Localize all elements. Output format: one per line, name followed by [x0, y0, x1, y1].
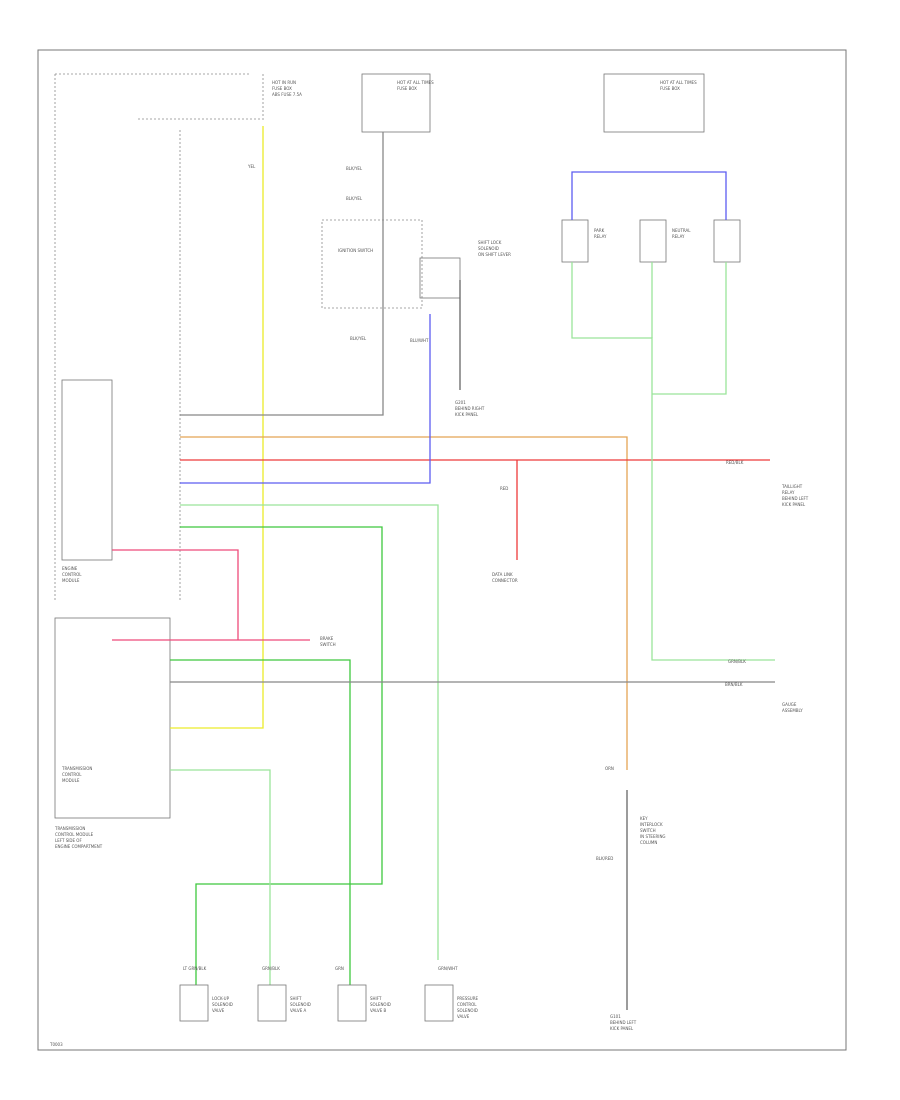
lgn-wire-label: GRN/WHT [438, 966, 458, 971]
relay-ground-green [571, 262, 775, 661]
orange-wire-label: ORN [605, 766, 614, 771]
neutral-relay [639, 219, 667, 263]
hot-in-run-dash-line [54, 73, 250, 600]
relay-third [713, 219, 741, 263]
fuse-block-left [361, 73, 431, 133]
hot-in-run-fuse-label: HOT IN RUN FUSE BOX ABS FUSE 7.5A [272, 80, 302, 97]
blue-relay-feed [571, 171, 727, 220]
yellow-wire-label: YEL [247, 164, 256, 169]
pink-wire [112, 549, 239, 640]
diagram-frame [37, 49, 847, 1051]
tcm-green-wire [170, 659, 351, 985]
red-wire-label: RED/BLK [726, 460, 744, 465]
gray-wire-label: BRN/BLK [725, 682, 743, 687]
lockup-solenoid [179, 984, 209, 1022]
data-link-label: DATA LINK CONNECTOR [492, 572, 518, 583]
engine-ecm-label: ENGINE CONTROL MODULE [62, 566, 83, 583]
orange-wire [180, 436, 628, 770]
tcm-grn-label: GRN [335, 966, 344, 971]
tcm-light-green-wire [170, 769, 271, 985]
tcm-location-label: TRANSMISSION CONTROL MODULE LEFT SIDE OF… [54, 826, 103, 849]
tail-light-label: TAILLIGHT RELAY BEHIND LEFT KICK PANEL [781, 484, 810, 507]
shift-solenoid-a [257, 984, 287, 1022]
g101-label: G101 BEHIND LEFT KICK PANEL [610, 1014, 638, 1031]
tcm-box [54, 617, 171, 819]
brake-switch-label: BRAKE SWITCH [320, 636, 336, 647]
g201-label: G201 BEHIND RIGHT KICK PANEL [455, 400, 486, 417]
key-wire-label: BLK/RED [596, 856, 613, 861]
park-relay-label: PARK RELAY [594, 228, 607, 239]
tcm-lgn-label: GRN/BLK [262, 966, 280, 971]
ign-wire-label-3: BLK/YEL [350, 336, 367, 341]
key-switch-label: KEY INTERLOCK SWITCH IN STEERING COLUMN [640, 816, 667, 845]
ignition-switch-box [321, 219, 423, 309]
yellow-power-wire [170, 126, 264, 729]
shift-solenoid-b [337, 984, 367, 1022]
shift-lock-solenoid [419, 257, 461, 299]
ign-wire-label-2: BLK/YEL [346, 196, 363, 201]
footer-code: T0003 [49, 1042, 63, 1047]
park-relay [561, 219, 589, 263]
pressure-label: PRESSURE CONTROL SOLENOID VALVE [457, 996, 479, 1019]
tcm-label: TRANSMISSION CONTROL MODULE [61, 766, 94, 783]
neutral-relay-label: NEUTRAL RELAY [672, 228, 692, 239]
relay-ground-label: GRN/BLK [728, 659, 746, 664]
shift-b-label: SHIFT SOLENOID VALVE B [370, 996, 392, 1013]
shift-a-label: SHIFT SOLENOID VALVE A [290, 996, 312, 1013]
shift-lock-solenoid-label: SHIFT LOCK SOLENOID ON SHIFT LEVER [478, 240, 511, 257]
lockup-label: LOCK-UP SOLENOID VALVE [212, 996, 234, 1013]
engine-ecm-feed-line [138, 118, 262, 600]
engine-ecm-box [61, 379, 113, 561]
ign-wire-label: BLK/YEL [346, 166, 363, 171]
blue-wire-label: BLU/WHT [410, 338, 429, 343]
gauge-label: GAUGE ASSEMBLY [782, 702, 803, 713]
grn-wire-label: LT GRN/BLK [183, 966, 207, 971]
ignition-feed-wire [180, 132, 384, 416]
relay3-ground-green [652, 262, 727, 395]
pressure-solenoid [424, 984, 454, 1022]
fuse-block-right [603, 73, 705, 133]
red-branch-label: RED [500, 486, 508, 491]
green-wire [180, 526, 383, 985]
light-green-wire [180, 504, 439, 960]
fuse-block-left-label: HOT AT ALL TIMES FUSE BOX [397, 80, 435, 91]
blue-wire [180, 314, 431, 484]
fuse-block-right-label: HOT AT ALL TIMES FUSE BOX [660, 80, 698, 91]
ignition-switch-label: IGNITION SWITCH [338, 248, 373, 253]
